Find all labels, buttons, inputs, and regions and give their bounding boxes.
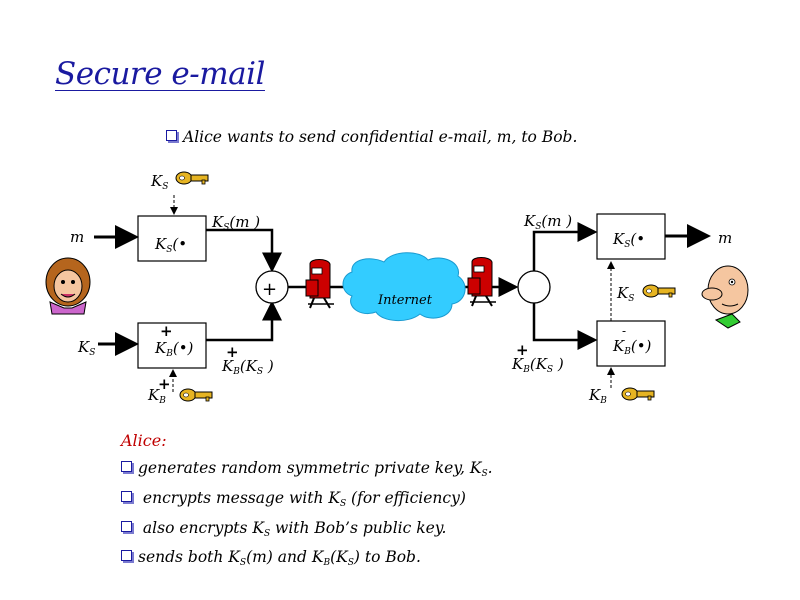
kb-ks-right-label: KB(KS ) bbox=[512, 355, 564, 375]
alice-bullet-3: also encrypts KS with Bob’s public key. bbox=[121, 519, 446, 539]
ks-m-right-arrow bbox=[532, 222, 598, 271]
alice-bullet-4: sends both KS(m) and KB(KS) to Bob. bbox=[121, 548, 421, 568]
kb-decrypt-label: KB(•) bbox=[613, 337, 652, 357]
intro-text: Alice wants to send confidential e-mail,… bbox=[183, 128, 578, 146]
kb-ks-left-label: KB(KS ) bbox=[222, 357, 274, 377]
kb-private-sign: - bbox=[622, 324, 627, 338]
alice-bullet-1: generates random symmetric private key, … bbox=[121, 459, 493, 479]
ks-encrypt-label: KS(• bbox=[155, 235, 188, 255]
m-input-label: m bbox=[70, 228, 85, 246]
bullet-square-icon bbox=[121, 550, 132, 561]
kb-public-sign: + bbox=[160, 322, 173, 340]
key-icon bbox=[642, 284, 676, 298]
bob-face-icon bbox=[701, 265, 749, 329]
mailbox-icon bbox=[305, 259, 334, 309]
bullet-square-icon bbox=[121, 521, 132, 532]
page-title: Secure e-mail bbox=[55, 56, 265, 92]
kb-ks-right-arrow bbox=[532, 303, 598, 350]
plus-sign: + bbox=[262, 279, 277, 300]
ks-m-arrow bbox=[206, 228, 282, 273]
alice-bullet-2: encrypts message with KS (for efficiency… bbox=[121, 489, 466, 509]
mailbox-icon bbox=[467, 257, 496, 307]
bullet-square-icon bbox=[121, 461, 132, 472]
key-icon bbox=[179, 388, 213, 402]
kb-encrypt-label: KB(•) bbox=[155, 339, 194, 359]
bullet-square-icon bbox=[166, 130, 177, 141]
kb-ks-right-sign: + bbox=[516, 341, 529, 359]
kb-private-key-label: KB bbox=[589, 386, 607, 406]
internet-cloud-icon bbox=[342, 252, 466, 321]
bullet-square-icon bbox=[121, 491, 132, 502]
ks-key-label: KS bbox=[151, 172, 169, 192]
split-circle bbox=[517, 270, 551, 304]
key-icon bbox=[175, 171, 209, 185]
internet-label: Internet bbox=[378, 293, 432, 308]
ks-input-label: KS bbox=[78, 338, 96, 358]
ks-recovered-label: KS bbox=[617, 284, 635, 304]
m-output-label: m bbox=[718, 229, 733, 247]
intro-bullet: Alice wants to send confidential e-mail,… bbox=[166, 128, 577, 146]
key-icon bbox=[621, 387, 655, 401]
kb-public-key-label: KB bbox=[148, 386, 166, 406]
alice-heading: Alice: bbox=[121, 431, 167, 450]
ks-m-right-label: KS(m ) bbox=[524, 212, 573, 232]
kb-public-key-sign: + bbox=[158, 375, 171, 393]
kb-ks-arrow bbox=[206, 300, 282, 342]
kb-ks-left-sign: + bbox=[226, 343, 239, 361]
ks-m-left-label: KS(m ) bbox=[212, 213, 261, 233]
alice-face-icon bbox=[45, 257, 91, 315]
ks-encrypt-box bbox=[137, 215, 207, 262]
kb-decrypt-box bbox=[596, 320, 666, 367]
ks-decrypt-label: KS(• bbox=[613, 230, 646, 250]
